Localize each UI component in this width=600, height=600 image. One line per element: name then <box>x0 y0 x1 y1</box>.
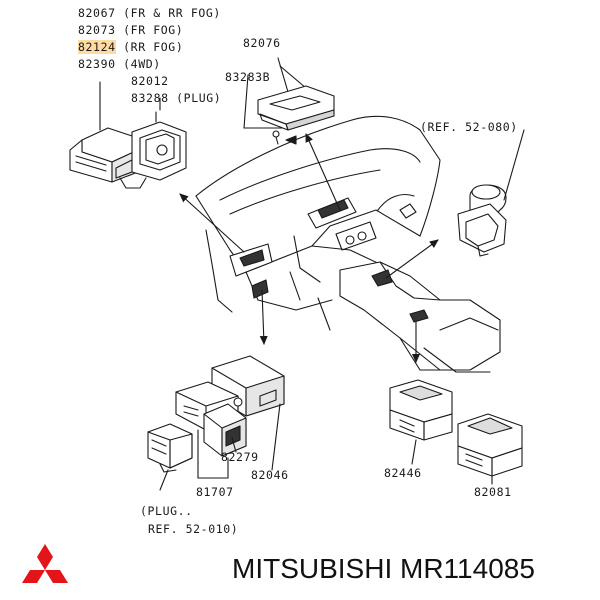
label-82076: 82076 <box>243 36 281 50</box>
label-83288: 83288 (PLUG) <box>131 91 222 105</box>
arrows <box>179 133 439 363</box>
switch-83283B-assembly <box>257 85 335 145</box>
brand-part-number: MITSUBISHI MR114085 <box>232 553 535 584</box>
switch-group-lower-left <box>147 355 285 473</box>
label-82446: 82446 <box>384 466 422 480</box>
label-82073: 82073 (FR FOG) <box>78 23 184 37</box>
switch-82446 <box>389 379 453 465</box>
leader-lines-top <box>99 57 307 131</box>
label-82067: 82067 (FR & RR FOG) <box>78 6 221 20</box>
label-ref-52-010: REF. 52-010) <box>148 522 239 536</box>
label-82012: 82012 <box>131 74 169 88</box>
label-82124-desc: (RR FOG) <box>115 40 184 54</box>
label-83283B: 83283B <box>225 70 271 84</box>
switch-82081 <box>457 413 523 485</box>
label-82081: 82081 <box>474 485 512 499</box>
label-82124: 82124 (RR FOG) <box>78 40 183 54</box>
label-82046: 82046 <box>251 468 289 482</box>
label-81707: 81707 <box>196 485 234 499</box>
mitsubishi-logo-icon <box>22 544 68 583</box>
leader-lines-lower <box>159 403 281 491</box>
switch-82067-assembly <box>69 121 187 189</box>
label-82124-number: 82124 <box>78 40 116 54</box>
label-82390: 82390 (4WD) <box>78 57 161 71</box>
dashboard-outline <box>195 115 501 373</box>
label-82279: 82279 <box>221 450 259 464</box>
label-ref-52-080: (REF. 52-080) <box>420 120 518 134</box>
label-plug: (PLUG.. <box>140 504 193 518</box>
rotary-switch-ref52080 <box>457 129 525 257</box>
